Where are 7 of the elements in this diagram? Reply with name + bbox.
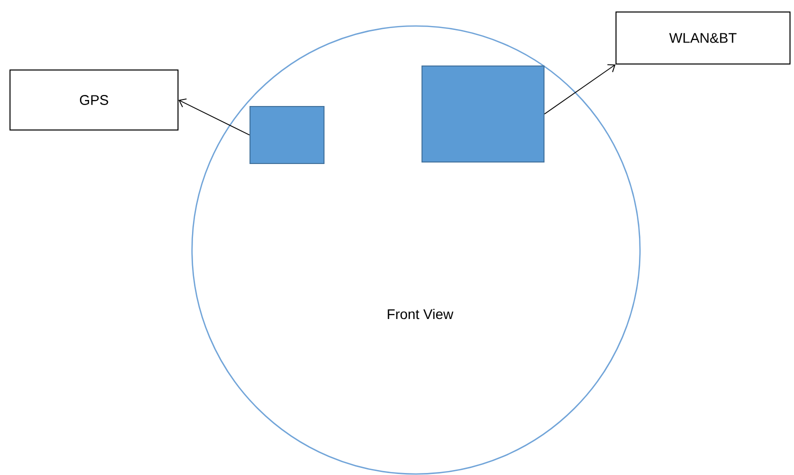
component-block bbox=[250, 106, 324, 164]
label-box: WLAN&BT bbox=[616, 12, 790, 64]
arrow bbox=[544, 64, 616, 114]
label-box: GPS bbox=[10, 70, 178, 130]
arrow bbox=[178, 98, 250, 136]
view-label: Front View bbox=[388, 308, 454, 320]
component-block bbox=[422, 66, 544, 162]
